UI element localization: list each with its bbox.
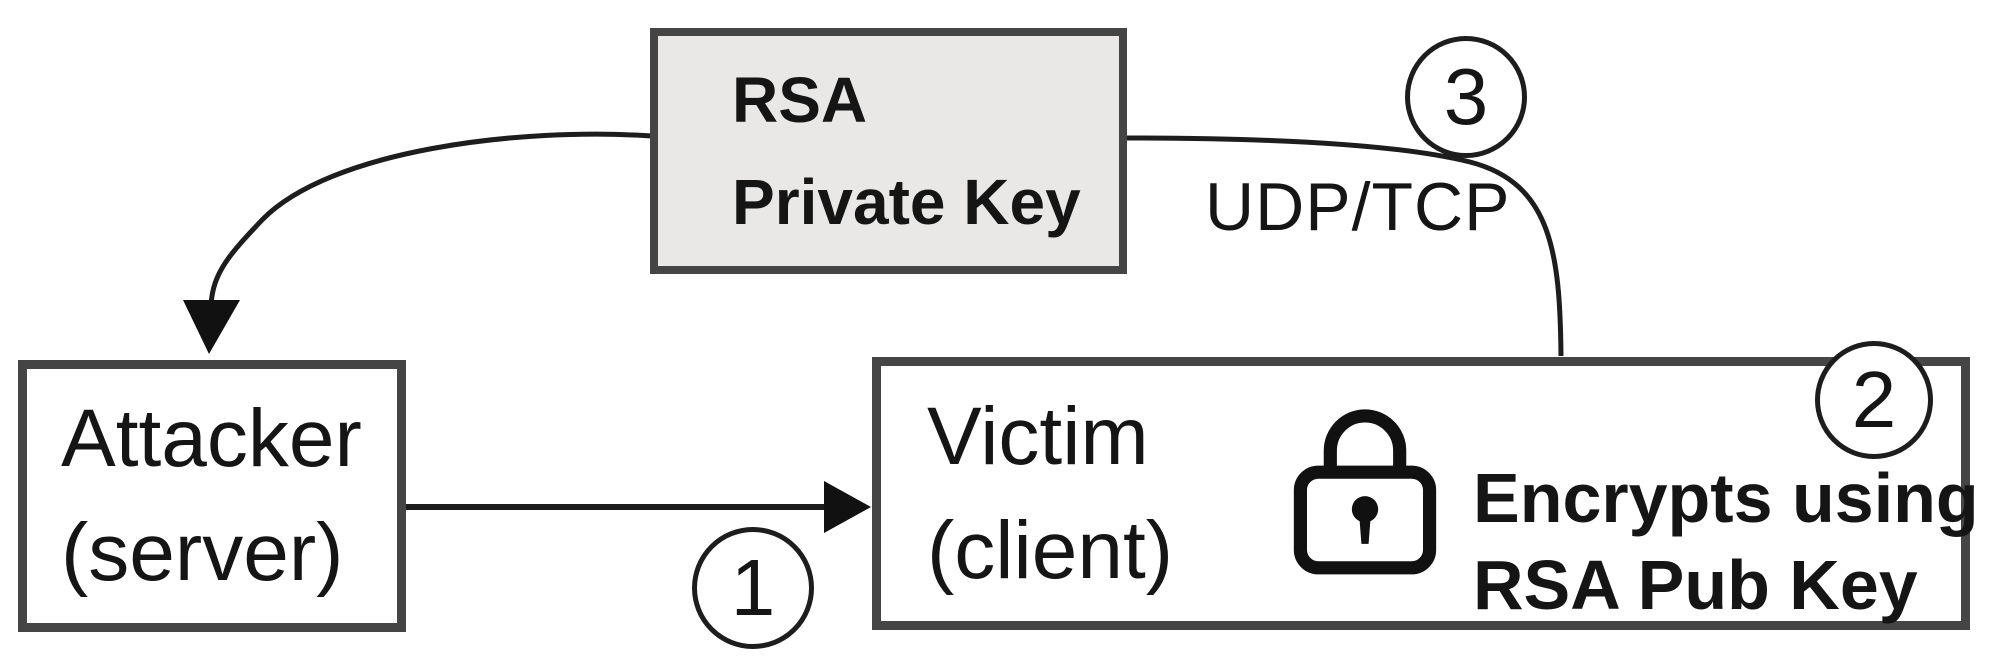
keyhole-icon	[1351, 496, 1379, 523]
arrowhead-right-icon	[824, 481, 871, 533]
victim-box: Victim (client) Encrypts using RSA Pub K…	[872, 357, 1979, 630]
arrowhead-down-icon	[183, 300, 240, 354]
victim-box-line2: (client)	[927, 504, 1174, 596]
step-2-badge: 2	[1815, 341, 1933, 459]
line-victim-to-rsa	[1126, 135, 1564, 357]
rsa-private-key-box: RSA Private Key	[650, 28, 1127, 274]
step-2-number: 2	[1851, 355, 1897, 444]
encrypts-note-line2: RSA Pub Key	[1473, 546, 1918, 624]
arrow-rsa-to-attacker	[183, 131, 653, 354]
attacker-box-line2: (server)	[61, 507, 344, 598]
step-1-badge: 1	[692, 527, 814, 649]
encrypts-note-line1: Encrypts using	[1473, 459, 1979, 537]
attacker-box: Attacker (server)	[18, 360, 406, 632]
attacker-box-line1: Attacker	[61, 393, 362, 484]
step-3-number: 3	[1443, 52, 1489, 141]
rsa-box-line2: Private Key	[732, 166, 1081, 238]
step-3-badge: 3	[1405, 36, 1527, 158]
victim-box-line1: Victim	[927, 390, 1149, 482]
rsa-box-line1: RSA	[732, 64, 868, 136]
encrypts-note: Encrypts using RSA Pub Key	[1473, 455, 1979, 629]
step-1-number: 1	[730, 543, 776, 632]
lock-icon	[1293, 409, 1437, 575]
protocol-label: UDP/TCP	[1205, 169, 1511, 245]
arrow-attacker-to-victim	[406, 481, 871, 533]
victim-label: Victim (client)	[927, 380, 1173, 608]
